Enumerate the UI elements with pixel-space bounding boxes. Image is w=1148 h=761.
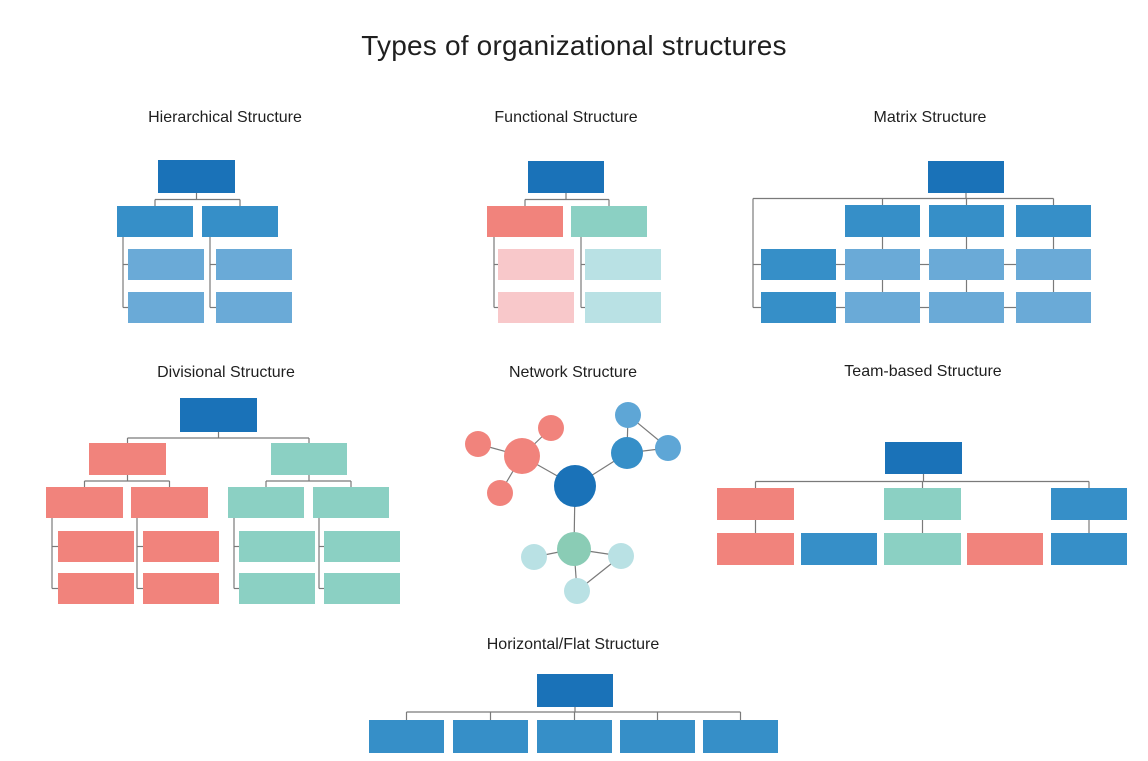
network-node-cyan [521,544,547,570]
org-box-dark_blue [885,442,962,474]
org-box-dark_blue [158,160,235,193]
network-node-sky_blue [615,402,641,428]
panel-title-network: Network Structure [508,364,638,381]
org-box-dark_blue [928,161,1004,193]
org-box-salmon [131,487,208,518]
org-box-mid_blue [703,720,778,753]
org-box-pink [498,292,574,323]
org-box-teal [884,488,961,520]
org-box-dark_blue [537,674,613,707]
org-box-mid_blue [1051,533,1127,565]
org-box-mid_blue [117,206,193,237]
functional-chart [487,161,661,323]
org-box-light_blue [216,292,292,323]
network-node-green_teal [557,532,591,566]
network-node-cyan [608,543,634,569]
org-box-pink [498,249,574,280]
org-box-teal [324,531,400,562]
org-box-mid_blue [1016,205,1091,237]
org-box-teal [239,531,315,562]
org-box-teal [271,443,347,475]
network-node-salmon [538,415,564,441]
network-node-mid_blue [611,437,643,469]
hierarchical-chart [117,160,292,323]
org-box-light_blue [845,249,920,280]
org-box-salmon [58,531,134,562]
panel-title-team-based: Team-based Structure [844,363,1002,380]
panel-title-horizontal-flat: Horizontal/Flat Structure [486,636,660,653]
team-chart [717,442,1127,565]
org-box-teal [239,573,315,604]
org-box-salmon [143,573,219,604]
panel-title-functional: Functional Structure [494,109,638,126]
org-box-mid_blue [801,533,877,565]
org-box-light_blue [929,249,1004,280]
org-box-teal [324,573,400,604]
org-box-dark_blue [528,161,604,193]
org-box-salmon [89,443,166,475]
org-box-salmon [46,487,123,518]
org-box-salmon [143,531,219,562]
network-node-dark_blue [554,465,596,507]
org-box-teal [884,533,961,565]
org-box-mid_blue [761,292,836,323]
org-box-light_blue [929,292,1004,323]
panel-title-matrix: Matrix Structure [873,109,987,126]
org-box-mid_blue [845,205,920,237]
network-chart [465,402,681,604]
org-box-salmon [487,206,563,237]
org-box-mid_blue [761,249,836,280]
org-box-light_blue [1016,249,1091,280]
flat-chart [369,674,778,753]
org-box-teal [228,487,304,518]
matrix-chart [752,161,1091,323]
org-box-light_blue [128,292,204,323]
org-box-mid_blue [1051,488,1127,520]
org-box-light_blue [128,249,204,280]
panel-title-divisional: Divisional Structure [157,364,295,381]
org-box-light_blue [1016,292,1091,323]
org-box-mid_blue [537,720,612,753]
org-box-cyan [585,292,661,323]
org-box-salmon [967,533,1043,565]
org-box-mid_blue [929,205,1004,237]
org-box-light_blue [216,249,292,280]
org-box-cyan [585,249,661,280]
org-box-teal [571,206,647,237]
panel-title-hierarchical: Hierarchical Structure [148,109,302,126]
org-box-light_blue [845,292,920,323]
network-node-sky_blue [655,435,681,461]
divisional-chart [46,398,400,604]
network-node-cyan [564,578,590,604]
org-box-mid_blue [369,720,444,753]
network-node-salmon [487,480,513,506]
org-box-salmon [717,533,794,565]
page-title: Types of organizational structures [361,30,787,61]
org-box-mid_blue [202,206,278,237]
org-box-teal [313,487,389,518]
org-box-mid_blue [620,720,695,753]
network-node-salmon [504,438,540,474]
org-box-salmon [58,573,134,604]
org-box-salmon [717,488,794,520]
org-box-mid_blue [453,720,528,753]
org-box-dark_blue [180,398,257,432]
network-node-salmon [465,431,491,457]
